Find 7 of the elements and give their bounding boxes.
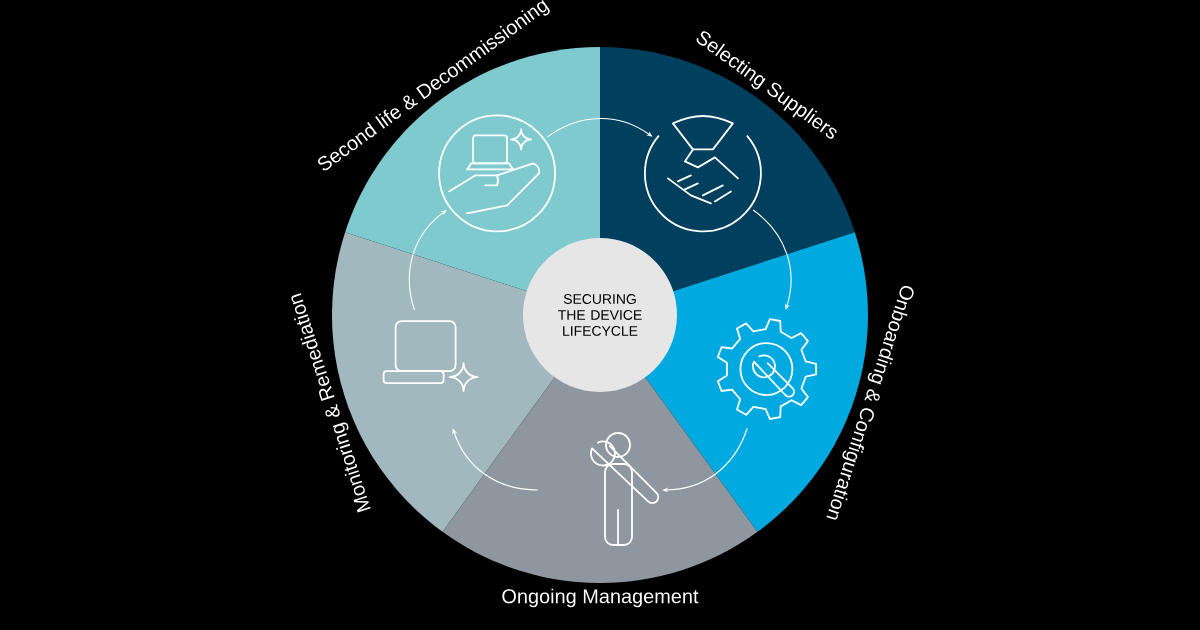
handshake-icon	[644, 115, 762, 233]
arrow	[752, 209, 792, 310]
laptop-icon	[382, 320, 479, 392]
node-label: Ongoing Management	[502, 588, 699, 608]
second-icon	[438, 114, 556, 233]
person-icon	[590, 432, 660, 546]
gear-icon	[717, 318, 817, 420]
